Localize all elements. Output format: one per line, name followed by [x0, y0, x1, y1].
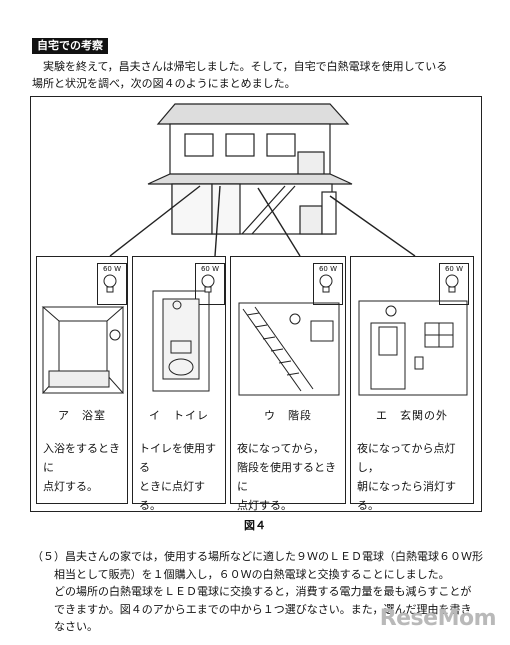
figure-4-frame	[30, 96, 482, 512]
figure-caption: 図４	[244, 519, 266, 532]
panel-label: ア 浴室	[58, 409, 106, 422]
question-line: どの場所の白熱電球をＬＥＤ電球に交換すると，消費する電力量を最も減らすことが	[54, 585, 472, 598]
bathroom-illustration	[41, 306, 125, 394]
panel-bathroom: 60 W ア 浴室 入浴をするときに 点灯する。	[36, 256, 128, 504]
question-line: 相当として販売）を１個購入し，６０Ｗの白熱電球と交換することにしました。	[54, 567, 450, 581]
light-bulb-icon: 60 W	[97, 263, 127, 305]
panel-description: トイレを使用する ときに点灯する。	[139, 442, 216, 512]
light-bulb-icon: 60 W	[313, 263, 343, 305]
intro-line: 実験を終えて，昌夫さんは帰宅しました。そして，自宅で白熱電球を使用している	[32, 60, 448, 73]
intro-line: 場所と状況を調べ，次の図４のようにまとめました。	[32, 77, 296, 90]
panel-description: 夜になってから， 階段を使用するときに 点灯する。	[237, 442, 336, 512]
panel-description: 夜になってから点灯し， 朝になったら消灯する。	[357, 442, 456, 512]
panel-label: エ 玄関の外	[376, 409, 448, 422]
question-5: （５）昌夫さんの家では，使用する場所などに適した９ＷのＬＥＤ電球（白熱電球６０Ｗ…	[32, 548, 492, 636]
panel-stairs: 60 W ウ 階段 夜になってから， 階段を使用するときに 点灯する。	[230, 256, 346, 512]
stairs-illustration	[238, 302, 340, 396]
panel-label: ウ 階段	[264, 409, 312, 422]
panel-toilet: 60 W イ トイレ トイレを使用する ときに点灯する。	[132, 256, 226, 512]
question-line: なさい。	[54, 620, 98, 633]
panel-label: イ トイレ	[149, 409, 209, 422]
question-line: （５）昌夫さんの家では，使用する場所などに適した９ＷのＬＥＤ電球（白熱電球６０Ｗ…	[32, 550, 483, 563]
entrance-illustration	[358, 300, 468, 396]
section-heading: 自宅での考察	[32, 38, 108, 54]
toilet-illustration	[152, 290, 210, 392]
light-bulb-icon: 60 W	[439, 263, 469, 305]
panel-description: 入浴をするときに 点灯する。	[43, 442, 120, 493]
house-illustration	[109, 103, 416, 257]
question-line: できますか。図４のアからエまでの中から１つ選びなさい。また，選んだ理由を書き	[54, 602, 472, 616]
resemom-logo: ReseMom	[379, 606, 497, 631]
panel-entrance: 60 W エ 玄関の外 夜になってから点灯し， 朝になったら消灯する。	[350, 256, 474, 512]
intro-text: 実験を終えて，昌夫さんは帰宅しました。そして，自宅で白熱電球を使用している 場所…	[32, 58, 482, 92]
